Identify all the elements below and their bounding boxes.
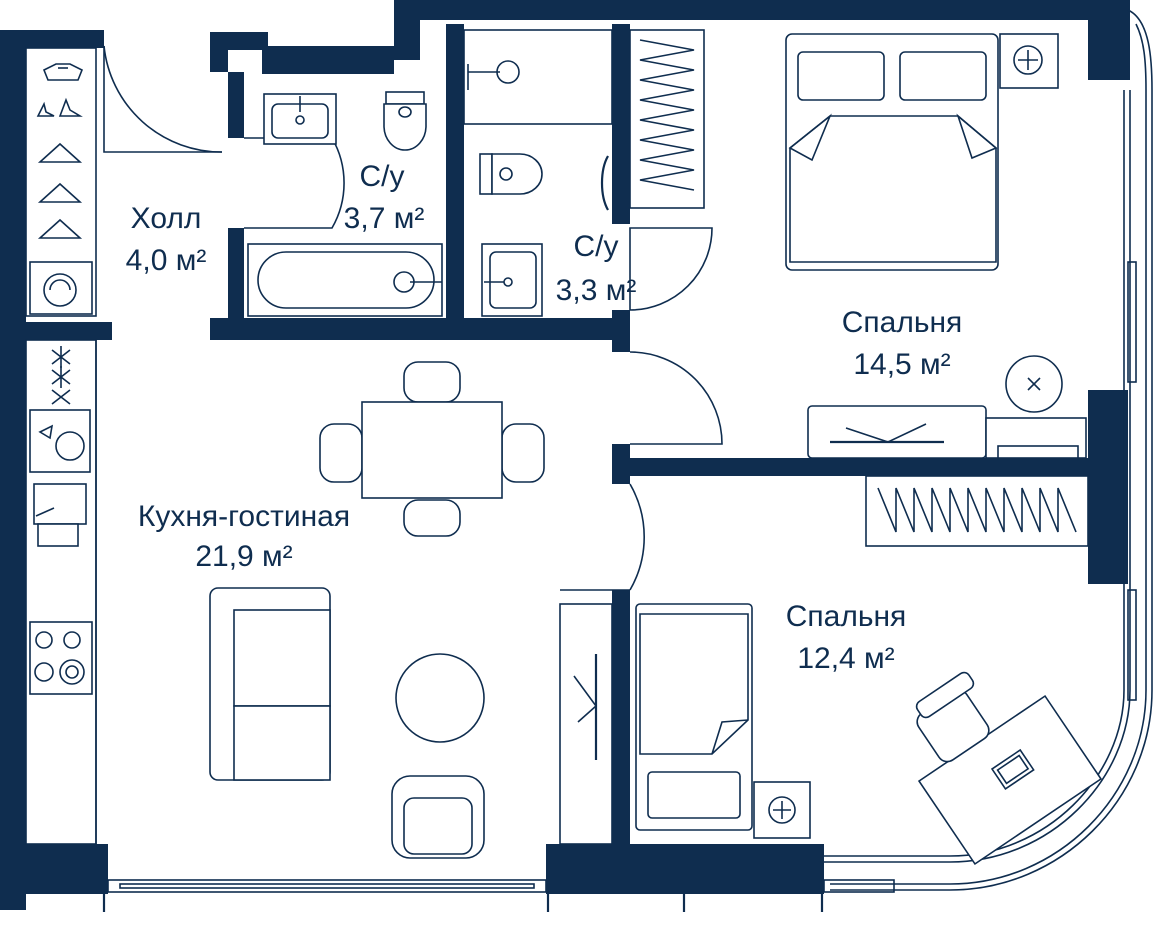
laptop-icon (990, 748, 1035, 791)
wardrobe-icon (25, 47, 97, 317)
room-area-living: 21,9 м² (195, 540, 292, 573)
outer-walls (0, 0, 1130, 910)
shower-icon (463, 29, 613, 125)
towel-rail-icon (600, 155, 609, 211)
hood-icon (51, 346, 71, 405)
single-bed-icon (635, 603, 753, 831)
room-name-bath1: С/у (360, 160, 405, 193)
room-area-bedroom2: 12,4 м² (797, 642, 894, 675)
office-chair-icon (915, 671, 990, 763)
room-name-bedroom2: Спальня (786, 600, 907, 633)
bathtub-icon (247, 243, 443, 317)
washing-machine-icon (43, 273, 77, 307)
room-label-bath1: С/у 3,7 м² (344, 160, 425, 235)
double-bed-icon (785, 33, 999, 271)
round-table-icon (395, 653, 485, 743)
room-name-living: Кухня-гостиная (138, 500, 350, 533)
room-label-hall: Холл 4,0 м² (126, 202, 207, 277)
interior-walls (26, 24, 1090, 850)
nightstand-icon (999, 33, 1059, 89)
closet-icon-2 (865, 475, 1089, 547)
room-area-bedroom1: 14,5 м² (853, 348, 950, 381)
closet-icon (629, 29, 705, 209)
sofa-icon (209, 587, 331, 781)
washbasin-icon (263, 93, 337, 145)
room-name-bedroom1: Спальня (842, 306, 963, 339)
toilet-icon (383, 91, 427, 151)
dining-table-icon (319, 361, 545, 537)
washbasin-icon-2 (481, 243, 543, 317)
room-label-bedroom2: Спальня 12,4 м² (786, 600, 907, 675)
hob-icon (29, 621, 93, 695)
kitchen-sink-icon (33, 483, 87, 547)
wardrobe-icon-2 (559, 603, 613, 845)
room-area-bath1: 3,7 м² (344, 202, 425, 235)
room-label-bedroom1: Спальня 14,5 м² (842, 306, 963, 381)
room-area-hall: 4,0 м² (126, 244, 207, 277)
room-label-bath2: С/у 3,3 м² (556, 230, 637, 307)
nightstand-icon-2 (753, 781, 811, 839)
room-name-bath2: С/у (574, 230, 619, 263)
toilet-icon-2 (479, 153, 543, 195)
room-label-living: Кухня-гостиная 21,9 м² (138, 500, 350, 573)
room-name-hall: Холл (131, 202, 202, 235)
armchair-icon (391, 775, 485, 859)
round-stool-icon (1005, 355, 1063, 413)
tv-icon (807, 405, 1087, 459)
kettle-icon (29, 409, 91, 473)
room-area-bath2: 3,3 м² (556, 274, 637, 307)
